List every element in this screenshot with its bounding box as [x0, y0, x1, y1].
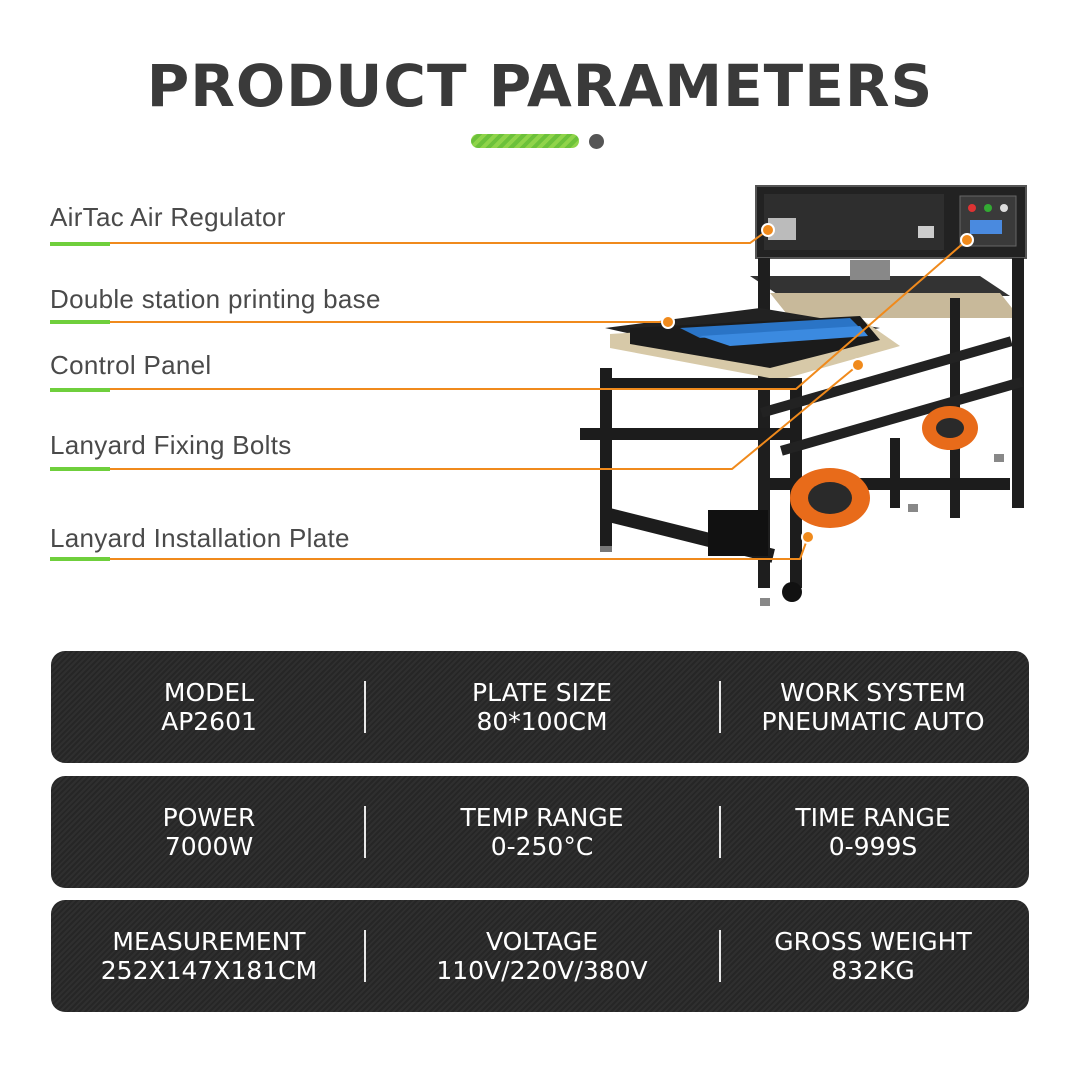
page-title: PRODUCT PARAMETERS	[146, 52, 934, 120]
callout-underline	[50, 467, 110, 471]
callout-control-panel: Control Panel	[50, 350, 212, 380]
spec-divider	[719, 806, 721, 858]
spec-panel-row-3: MEASUREMENT 252X147X181CM VOLTAGE 110V/2…	[51, 900, 1029, 1012]
spec-value: 0-999S	[828, 832, 918, 861]
spec-model: MODEL AP2601	[51, 651, 367, 763]
title-accent-dot	[589, 134, 604, 149]
callout-underline	[50, 242, 110, 246]
spec-divider	[364, 806, 366, 858]
callout-lanyard-fixing-bolts: Lanyard Fixing Bolts	[50, 430, 292, 460]
spec-plate-size: PLATE SIZE 80*100CM	[367, 651, 717, 763]
spec-divider	[364, 930, 366, 982]
callout-underline	[50, 388, 110, 392]
spec-label: TIME RANGE	[795, 803, 951, 832]
spec-power: POWER 7000W	[51, 776, 367, 888]
spec-time-range: TIME RANGE 0-999S	[717, 776, 1029, 888]
spec-value: AP2601	[161, 707, 257, 736]
spec-divider	[719, 930, 721, 982]
spec-work-system: WORK SYSTEM PNEUMATIC AUTO	[717, 651, 1029, 763]
callout-double-station-printing-base: Double station printing base	[50, 284, 381, 314]
spec-label: MEASUREMENT	[112, 927, 306, 956]
spec-voltage: VOLTAGE 110V/220V/380V	[367, 900, 717, 1012]
spec-value: PNEUMATIC AUTO	[761, 707, 985, 736]
spec-label: GROSS WEIGHT	[774, 927, 972, 956]
spec-measurement: MEASUREMENT 252X147X181CM	[51, 900, 367, 1012]
spec-label: PLATE SIZE	[472, 678, 612, 707]
spec-value: 80*100CM	[476, 707, 608, 736]
callout-airtac-air-regulator: AirTac Air Regulator	[50, 202, 286, 232]
spec-label: MODEL	[163, 678, 255, 707]
spec-panel-row-1: MODEL AP2601 PLATE SIZE 80*100CM WORK SY…	[51, 651, 1029, 763]
spec-value: 0-250°C	[490, 832, 594, 861]
spec-temp-range: TEMP RANGE 0-250°C	[367, 776, 717, 888]
callout-underline	[50, 557, 110, 561]
spec-gross-weight: GROSS WEIGHT 832KG	[717, 900, 1029, 1012]
spec-label: WORK SYSTEM	[780, 678, 966, 707]
spec-value: 7000W	[164, 832, 254, 861]
spec-label: TEMP RANGE	[460, 803, 624, 832]
spec-value: 252X147X181CM	[100, 956, 318, 985]
callout-lanyard-installation-plate: Lanyard Installation Plate	[50, 523, 350, 553]
spec-value: 110V/220V/380V	[436, 956, 648, 985]
spec-label: POWER	[162, 803, 256, 832]
spec-divider	[364, 681, 366, 733]
callout-underline	[50, 320, 110, 324]
spec-value: 832KG	[831, 956, 915, 985]
title-accent-bar	[471, 134, 579, 148]
spec-panel-row-2: POWER 7000W TEMP RANGE 0-250°C TIME RANG…	[51, 776, 1029, 888]
spec-label: VOLTAGE	[486, 927, 598, 956]
heat-press-machine-image	[580, 185, 1027, 606]
spec-divider	[719, 681, 721, 733]
